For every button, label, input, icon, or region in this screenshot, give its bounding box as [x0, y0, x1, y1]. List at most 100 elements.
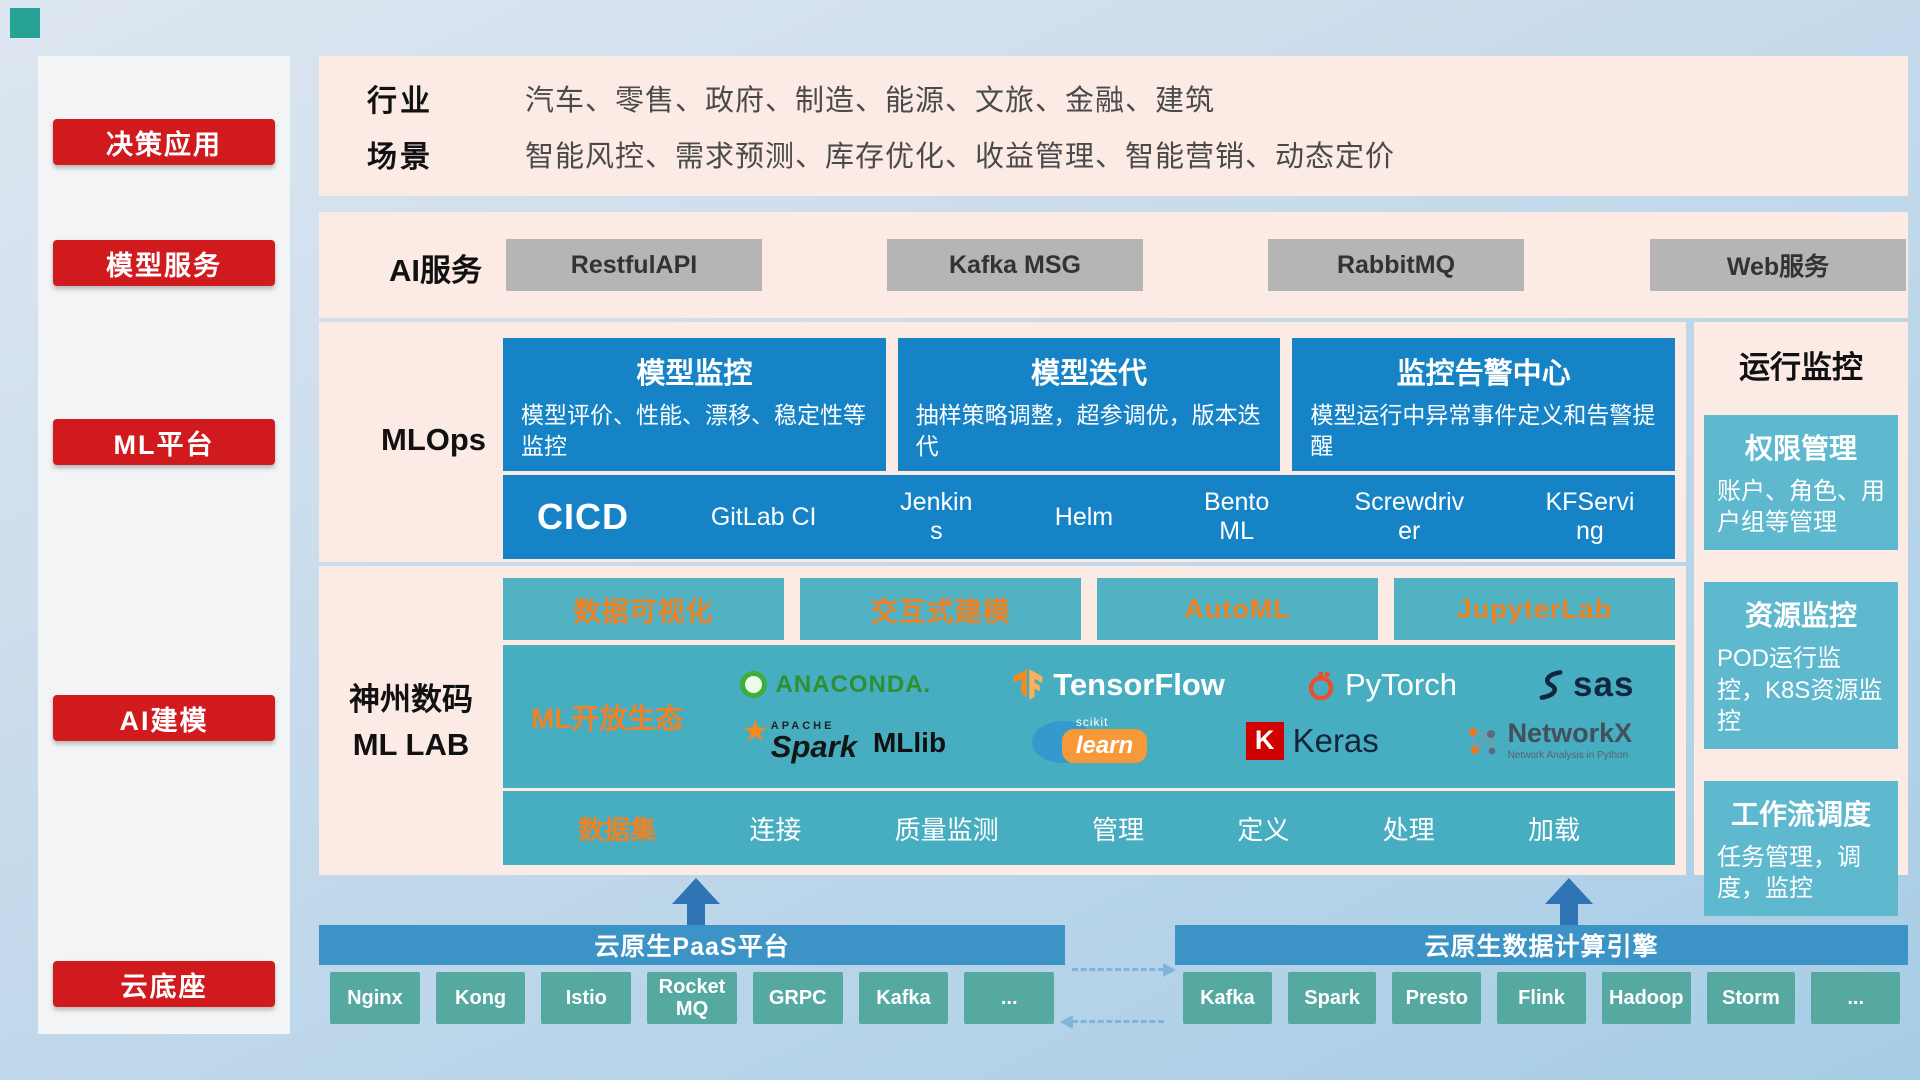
- chip-rocketmq: RocketMQ: [647, 972, 737, 1024]
- card-title: 模型监控: [636, 358, 753, 390]
- chip-kafka: Kafka: [1183, 972, 1272, 1024]
- arrow-head-icon: [672, 878, 720, 904]
- button-jupyterlab: JupyterLab: [1394, 578, 1675, 640]
- section-ml-lab: 神州数码 ML LAB 数据可视化 交互式建模 AutoML JupyterLa…: [319, 566, 1686, 875]
- networkx-label: NetworkX: [1507, 718, 1633, 748]
- pytorch-label: PyTorch: [1344, 666, 1457, 702]
- card-desc: POD运行监控，K8S资源监控: [1717, 645, 1883, 735]
- card-desc: 模型运行中异常事件定义和告警提醒: [1310, 402, 1656, 460]
- cicd-kfserving: KFServing: [1545, 488, 1635, 545]
- card-desc: 模型评价、性能、漂移、稳定性等监控: [521, 402, 866, 460]
- keras-label: Keras: [1292, 721, 1379, 759]
- ecosystem-logos: ANACONDA. TensorFlow: [699, 665, 1675, 769]
- layer-sidebar: 决策应用 模型服务 ML平台 AI建模 云底座: [38, 56, 290, 1034]
- corner-decoration: [10, 8, 40, 38]
- scene-label: 场景: [367, 141, 433, 174]
- dataset-process: 处理: [1382, 814, 1435, 845]
- cicd-gitlab-ci: GitLab CI: [710, 502, 817, 531]
- industry-label: 行业: [367, 85, 433, 118]
- chip-istio: Istio: [541, 972, 632, 1024]
- sidebar-item-ai-modeling: AI建模: [53, 695, 275, 741]
- spark-apache-label: APACHE: [770, 719, 835, 732]
- card-model-iteration: 模型迭代 抽样策略调整，超参调优，版本迭代: [897, 338, 1281, 471]
- ml-lab-label-line1: 神州数码: [349, 682, 473, 717]
- card-desc: 任务管理，调度，监控: [1717, 843, 1861, 903]
- scene-text: 智能风控、需求预测、库存优化、收益管理、智能营销、动态定价: [525, 141, 1396, 173]
- pytorch-icon: [1308, 671, 1334, 700]
- ml-open-ecosystem: ML开放生态 ANACONDA. TensorFlow: [503, 645, 1675, 788]
- up-arrow-paas: [672, 878, 720, 926]
- card-title: 模型迭代: [1031, 358, 1148, 390]
- card-title: 工作流调度: [1730, 798, 1871, 830]
- industry-text: 汽车、零售、政府、制造、能源、文旅、金融、建筑: [525, 85, 1216, 117]
- cicd-label: CICD: [537, 496, 629, 537]
- cicd-bar: CICD GitLab CI Jenkins Helm BentoML Scre…: [503, 475, 1675, 559]
- sas-logo: sas: [1538, 665, 1634, 705]
- sidebar-item-decision-apps: 决策应用: [53, 119, 275, 165]
- section-industry-scene: 行业 汽车、零售、政府、制造、能源、文旅、金融、建筑 场景 智能风控、需求预测、…: [319, 56, 1908, 196]
- up-arrow-engine: [1545, 878, 1593, 926]
- chip-presto: Presto: [1392, 972, 1482, 1024]
- sas-icon: [1539, 669, 1563, 700]
- card-permission-management: 权限管理 账户、角色、用户组等管理: [1704, 415, 1898, 551]
- dataset-bar: 数据集 连接 质量监测 管理 定义 处理 加载: [503, 791, 1675, 865]
- scikit-learn-logo: scikit learn: [1031, 713, 1160, 769]
- anaconda-label: ANACONDA.: [775, 670, 932, 698]
- keras-logo: K Keras: [1245, 721, 1379, 760]
- chip-hadoop: Hadoop: [1601, 972, 1691, 1024]
- mllib-label: MLlib: [872, 727, 947, 759]
- card-title: 监控告警中心: [1396, 358, 1571, 390]
- section-run-monitor: 运行监控 权限管理 账户、角色、用户组等管理 资源监控 POD运行监控，K8S资…: [1694, 322, 1908, 917]
- logo-row-1: ANACONDA. TensorFlow: [699, 665, 1675, 705]
- arrow-head-icon: [1545, 878, 1593, 904]
- dataset-define: 定义: [1237, 814, 1290, 845]
- spark-star-icon: ★: [741, 715, 769, 749]
- scikit-learn-label: learn: [1061, 728, 1148, 763]
- arrow-stem: [687, 904, 705, 926]
- anaconda-icon: [739, 671, 767, 698]
- pytorch-logo: PyTorch: [1306, 667, 1457, 703]
- networkx-subtitle: Network Analysis in Python: [1507, 750, 1629, 761]
- sidebar-item-model-service: 模型服务: [53, 240, 275, 286]
- card-model-monitoring: 模型监控 模型评价、性能、漂移、稳定性等监控: [503, 338, 886, 471]
- chip-kafka: Kafka: [858, 972, 949, 1024]
- scene-row: 场景 智能风控、需求预测、库存优化、收益管理、智能营销、动态定价: [367, 132, 1888, 176]
- arrow-stem: [1560, 904, 1578, 926]
- chip-more: ...: [1811, 972, 1901, 1024]
- chip-grpc: GRPC: [752, 972, 843, 1024]
- scikit-label: scikit: [1075, 714, 1109, 729]
- spark-mllib-logo: ★ APACHE Spark MLlib: [741, 715, 947, 764]
- paas-platform-bar: 云原生PaaS平台: [319, 925, 1065, 965]
- dataset-manage: 管理: [1091, 814, 1144, 845]
- run-monitor-title: 运行监控: [1739, 350, 1863, 385]
- spark-logo: ★ APACHE Spark: [741, 715, 857, 764]
- button-data-visualization: 数据可视化: [503, 578, 784, 640]
- chip-storm: Storm: [1706, 972, 1796, 1024]
- chip-nginx: Nginx: [330, 972, 420, 1024]
- keras-icon: K: [1245, 721, 1284, 760]
- dataset-quality: 质量监测: [894, 814, 999, 845]
- spark-label: Spark: [770, 728, 857, 764]
- card-workflow-scheduler: 工作流调度 任务管理，调度，监控: [1704, 780, 1898, 917]
- mlops-cards: 模型监控 模型评价、性能、漂移、稳定性等监控 模型迭代 抽样策略调整，超参调优，…: [503, 338, 1676, 471]
- anaconda-logo: ANACONDA.: [739, 670, 932, 699]
- logo-row-2: ★ APACHE Spark MLlib scikit learn: [699, 713, 1675, 769]
- section-mlops: MLOps 模型监控 模型评价、性能、漂移、稳定性等监控 模型迭代 抽样策略调整…: [319, 322, 1686, 562]
- cicd-helm: Helm: [1054, 502, 1114, 531]
- tensorflow-label: TensorFlow: [1053, 666, 1225, 702]
- chip-spark: Spark: [1287, 972, 1377, 1024]
- chip-flink: Flink: [1497, 972, 1586, 1024]
- industry-row: 行业 汽车、零售、政府、制造、能源、文旅、金融、建筑: [367, 76, 1888, 120]
- card-desc: 抽样策略调整，超参调优，版本迭代: [915, 402, 1261, 460]
- button-automl: AutoML: [1097, 578, 1378, 640]
- button-interactive-modeling: 交互式建模: [800, 578, 1081, 640]
- networkx-icon: [1468, 727, 1495, 754]
- dataset-load: 加载: [1527, 814, 1580, 845]
- chip-kong: Kong: [435, 972, 526, 1024]
- ai-service-kafka-msg: Kafka MSG: [887, 239, 1143, 291]
- ai-service-restfulapi: RestfulAPI: [506, 239, 762, 291]
- cicd-screwdriver: Screwdriver: [1354, 488, 1465, 545]
- sas-label: sas: [1573, 664, 1635, 704]
- card-resource-monitor: 资源监控 POD运行监控，K8S资源监控: [1704, 582, 1898, 749]
